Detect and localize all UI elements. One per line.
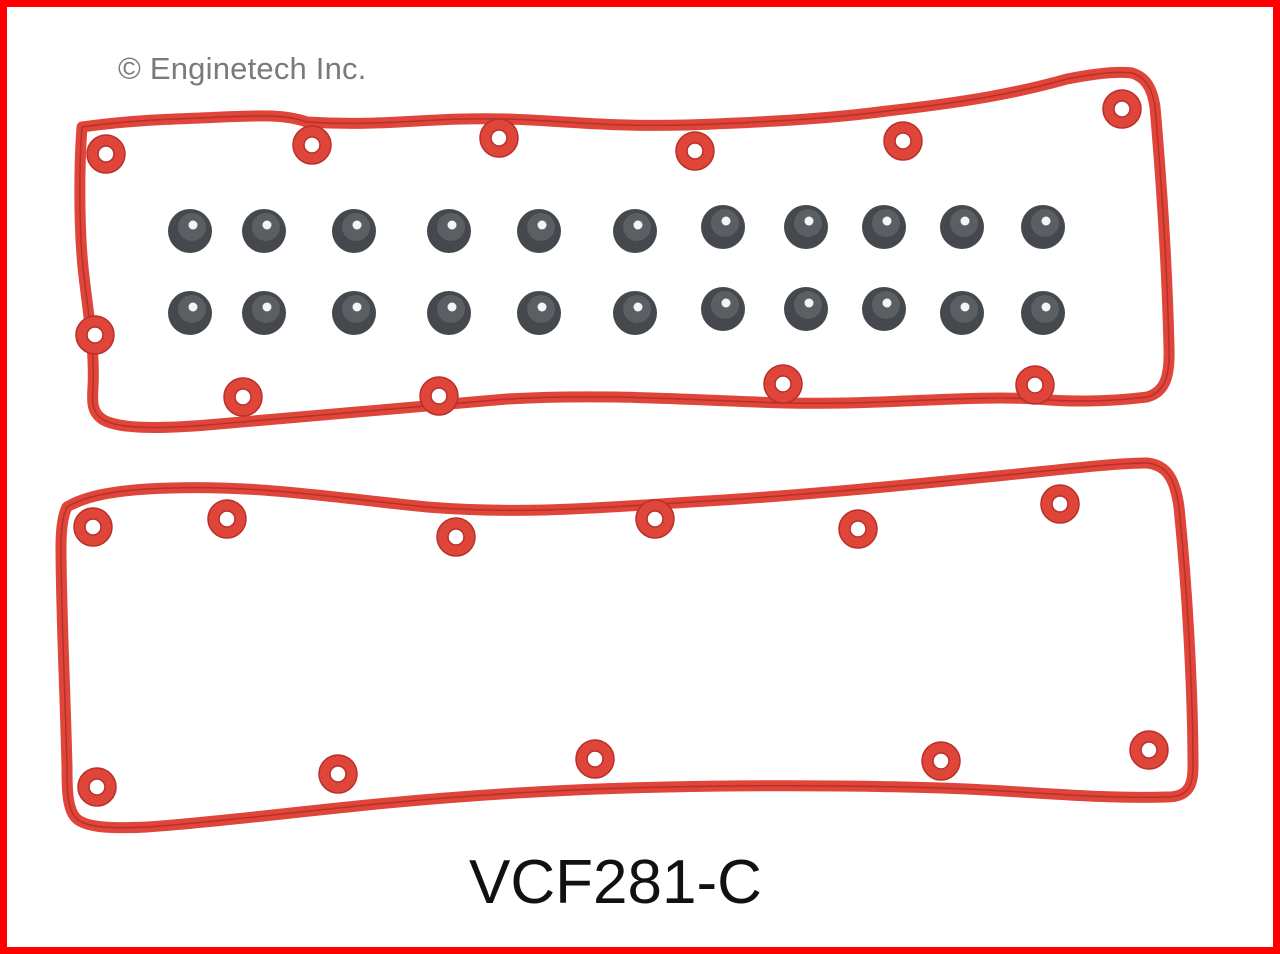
- grommet-set: [168, 205, 1065, 335]
- gasket-photo: [55, 66, 1199, 834]
- grommet: [332, 209, 376, 253]
- upper-valve-cover-gasket: [74, 66, 1175, 433]
- bolt-tab: [86, 134, 126, 174]
- grommet: [862, 287, 906, 331]
- bolt-tab: [73, 507, 113, 547]
- bolt-tab: [77, 767, 117, 807]
- bolt-tab: [292, 125, 332, 165]
- bolt-tab: [75, 315, 115, 355]
- grommet: [242, 291, 286, 335]
- bolt-tab: [838, 509, 878, 549]
- lower-valve-cover-gasket: [55, 457, 1199, 834]
- copyright-notice: © Enginetech Inc.: [118, 51, 367, 86]
- grommet: [940, 291, 984, 335]
- grommet: [940, 205, 984, 249]
- bolt-tab: [419, 376, 459, 416]
- grommet: [701, 205, 745, 249]
- grommet: [613, 209, 657, 253]
- bolt-tab: [575, 739, 615, 779]
- grommet: [613, 291, 657, 335]
- grommet: [427, 209, 471, 253]
- grommet: [517, 209, 561, 253]
- bolt-tab: [635, 499, 675, 539]
- bolt-tab: [318, 754, 358, 794]
- bolt-tab: [1015, 365, 1055, 405]
- grommet: [862, 205, 906, 249]
- bolt-tab: [921, 741, 961, 781]
- grommet: [427, 291, 471, 335]
- part-number-label: VCF281-C: [469, 848, 762, 917]
- grommet: [1021, 291, 1065, 335]
- bolt-tab: [1129, 730, 1169, 770]
- bolt-tab: [1040, 484, 1080, 524]
- bolt-tab: [223, 377, 263, 417]
- bolt-tab: [763, 364, 803, 404]
- bolt-tab: [675, 131, 715, 171]
- grommet: [784, 287, 828, 331]
- bolt-tab: [883, 121, 923, 161]
- bolt-tab: [207, 499, 247, 539]
- bolt-tabs: [73, 89, 1169, 807]
- grommet: [784, 205, 828, 249]
- bolt-tab: [479, 118, 519, 158]
- grommet: [1021, 205, 1065, 249]
- grommet: [168, 291, 212, 335]
- grommet: [168, 209, 212, 253]
- grommet: [242, 209, 286, 253]
- bolt-tab: [436, 517, 476, 557]
- grommet: [332, 291, 376, 335]
- bolt-tab: [1102, 89, 1142, 129]
- grommet: [701, 287, 745, 331]
- grommet: [517, 291, 561, 335]
